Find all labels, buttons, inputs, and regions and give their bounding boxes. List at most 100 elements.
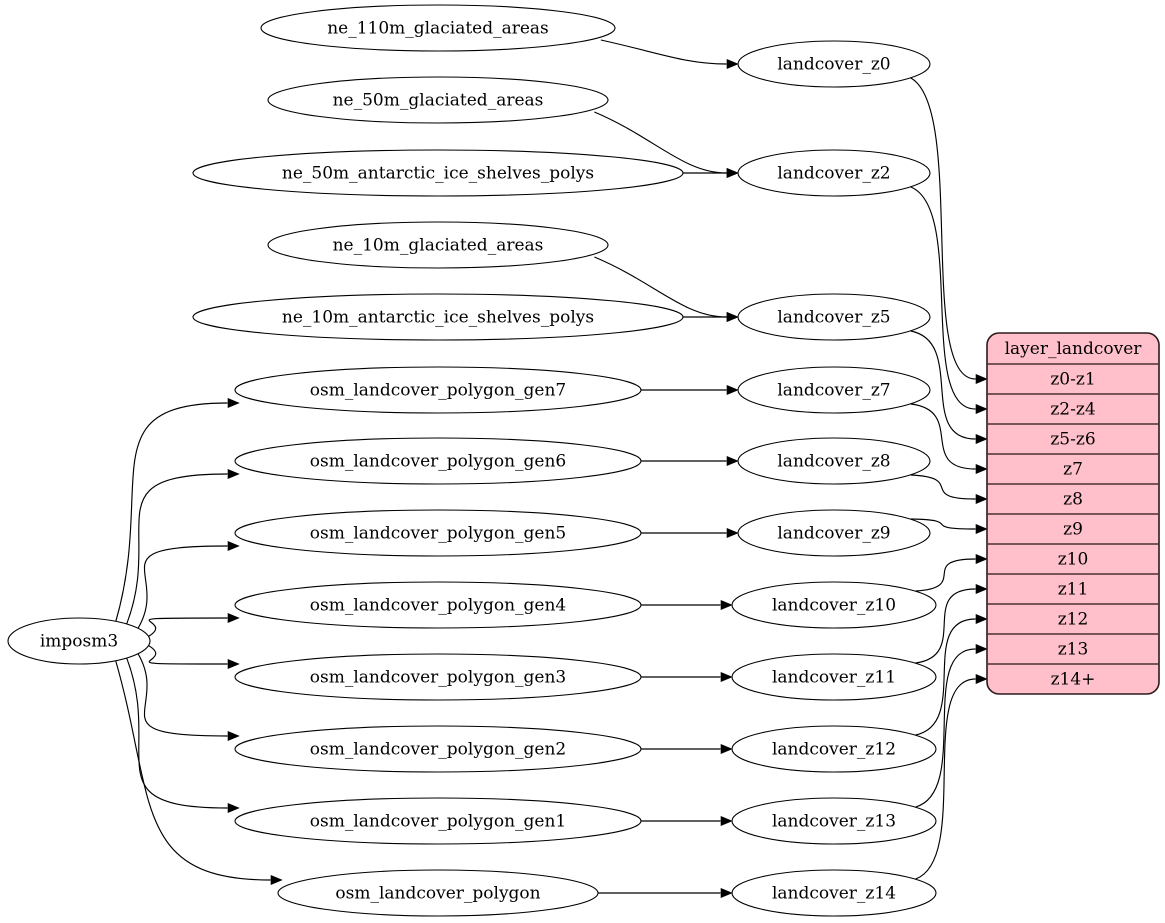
edges-layer	[115, 39, 988, 899]
graph-edge	[910, 518, 976, 530]
node-shape	[234, 797, 642, 845]
graph-node-landcover-z14[interactable]: landcover_z14	[731, 869, 937, 917]
node-shape	[277, 869, 599, 917]
graph-node-landcover-z10[interactable]: landcover_z10	[731, 581, 937, 629]
graph-edge	[134, 648, 228, 737]
graph-node-ne-50m-glaciated-areas[interactable]: ne_50m_glaciated_areas	[267, 76, 609, 124]
graph-edge	[124, 654, 228, 809]
edge-arrowhead	[726, 384, 739, 396]
edge-arrowhead	[227, 730, 240, 742]
graph-node-osm-landcover-polygon-gen6[interactable]: osm_landcover_polygon_gen6	[234, 437, 642, 485]
edge-arrowhead	[726, 455, 739, 467]
node-shape	[737, 40, 931, 88]
edge-arrowhead	[726, 527, 739, 539]
nodes-layer: imposm3 ne_110m_glaciated_areas ne_50m_gla…	[7, 4, 937, 917]
table-row[interactable]	[987, 364, 1159, 394]
graph-edge	[594, 111, 727, 174]
graph-node-landcover-z12[interactable]: landcover_z12	[731, 725, 937, 773]
graph-edge	[910, 186, 976, 410]
graph-node-landcover-z0[interactable]: landcover_z0	[737, 40, 931, 88]
node-shape	[731, 581, 937, 629]
graph-node-landcover-z7[interactable]: landcover_z7	[737, 366, 931, 414]
node-shape	[234, 437, 642, 485]
table-row[interactable]	[987, 514, 1159, 544]
graph-node-imposm3[interactable]: imposm3	[7, 617, 151, 665]
graph-edge	[124, 473, 228, 628]
edge-arrowhead	[227, 468, 240, 480]
node-shape	[737, 366, 931, 414]
edge-arrowhead	[227, 612, 240, 624]
edge-arrowhead	[975, 523, 988, 535]
edge-arrowhead	[975, 373, 988, 385]
node-shape	[731, 869, 937, 917]
graph-node-osm-landcover-polygon-gen2[interactable]: osm_landcover_polygon_gen2	[234, 725, 642, 773]
graph-edge	[915, 678, 976, 880]
graph-node-ne-10m-glaciated-areas[interactable]: ne_10m_glaciated_areas	[267, 221, 609, 269]
node-shape	[192, 293, 684, 341]
graph-node-landcover-z5[interactable]: landcover_z5	[737, 293, 931, 341]
edge-arrowhead	[975, 553, 988, 565]
table-row[interactable]	[987, 484, 1159, 514]
node-shape	[234, 366, 642, 414]
graph-edge	[915, 588, 976, 664]
table-row[interactable]	[987, 424, 1159, 454]
table-row[interactable]	[987, 394, 1159, 424]
graph-edge	[910, 474, 976, 500]
node-shape	[267, 76, 609, 124]
edge-arrowhead	[975, 493, 988, 505]
edge-arrowhead	[726, 58, 739, 70]
graph-edge	[915, 648, 976, 808]
table-row[interactable]	[987, 664, 1159, 694]
graph-edge	[115, 660, 271, 881]
edge-arrowhead	[975, 433, 988, 445]
graph-node-ne-10m-antarctic-ice-shelves-polys[interactable]: ne_10m_antarctic_ice_shelves_polys	[192, 293, 684, 341]
node-shape	[234, 509, 642, 557]
node-shape	[731, 653, 937, 701]
table-row[interactable]	[987, 454, 1159, 484]
graph-node-landcover-z9[interactable]: landcover_z9	[737, 509, 931, 557]
edge-arrowhead	[227, 540, 240, 552]
graph-edge	[910, 77, 976, 380]
node-shape	[737, 509, 931, 557]
graph-node-landcover-z2[interactable]: landcover_z2	[737, 149, 931, 197]
node-shape	[737, 293, 931, 341]
node-shape	[731, 797, 937, 845]
graph-node-osm-landcover-polygon-gen1[interactable]: osm_landcover_polygon_gen1	[234, 797, 642, 845]
graph-node-osm-landcover-polygon-gen7[interactable]: osm_landcover_polygon_gen7	[234, 366, 642, 414]
edge-arrowhead	[270, 874, 283, 886]
table-row[interactable]	[987, 574, 1159, 604]
node-shape	[234, 653, 642, 701]
graph-node-osm-landcover-polygon-gen5[interactable]: osm_landcover_polygon_gen5	[234, 509, 642, 557]
graph-node-osm-landcover-polygon[interactable]: osm_landcover_polygon	[277, 869, 599, 917]
edge-arrowhead	[975, 463, 988, 475]
edge-arrowhead	[720, 743, 733, 755]
graph-node-osm-landcover-polygon-gen3[interactable]: osm_landcover_polygon_gen3	[234, 653, 642, 701]
node-shape	[737, 149, 931, 197]
graph-node-ne-50m-antarctic-ice-shelves-polys[interactable]: ne_50m_antarctic_ice_shelves_polys	[192, 149, 684, 197]
graph-edge	[144, 643, 228, 665]
table-row[interactable]	[987, 634, 1159, 664]
node-shape	[234, 725, 642, 773]
node-shape	[267, 221, 609, 269]
edge-arrowhead	[720, 887, 733, 899]
edge-arrowhead	[975, 613, 988, 625]
graph-node-ne-110m-glaciated-areas[interactable]: ne_110m_glaciated_areas	[260, 4, 616, 52]
node-shape	[192, 149, 684, 197]
layer-landcover-table[interactable]: layer_landcoverz0-z1z2-z4z5-z6z7z8z9z10z…	[986, 332, 1160, 695]
edge-arrowhead	[726, 167, 739, 179]
graph-node-landcover-z11[interactable]: landcover_z11	[731, 653, 937, 701]
graph-node-landcover-z13[interactable]: landcover_z13	[731, 797, 937, 845]
graph-node-landcover-z8[interactable]: landcover_z8	[737, 437, 931, 485]
table-row[interactable]	[987, 544, 1159, 574]
graph-edge	[910, 403, 976, 470]
graph-node-osm-landcover-polygon-gen4[interactable]: osm_landcover_polygon_gen4	[234, 581, 642, 629]
graph-edge	[594, 256, 727, 318]
graph-edge	[115, 402, 228, 622]
edge-arrowhead	[720, 671, 733, 683]
table-row[interactable]	[987, 604, 1159, 634]
node-shape	[7, 617, 151, 665]
edge-arrowhead	[227, 658, 240, 670]
edge-arrowhead	[975, 583, 988, 595]
